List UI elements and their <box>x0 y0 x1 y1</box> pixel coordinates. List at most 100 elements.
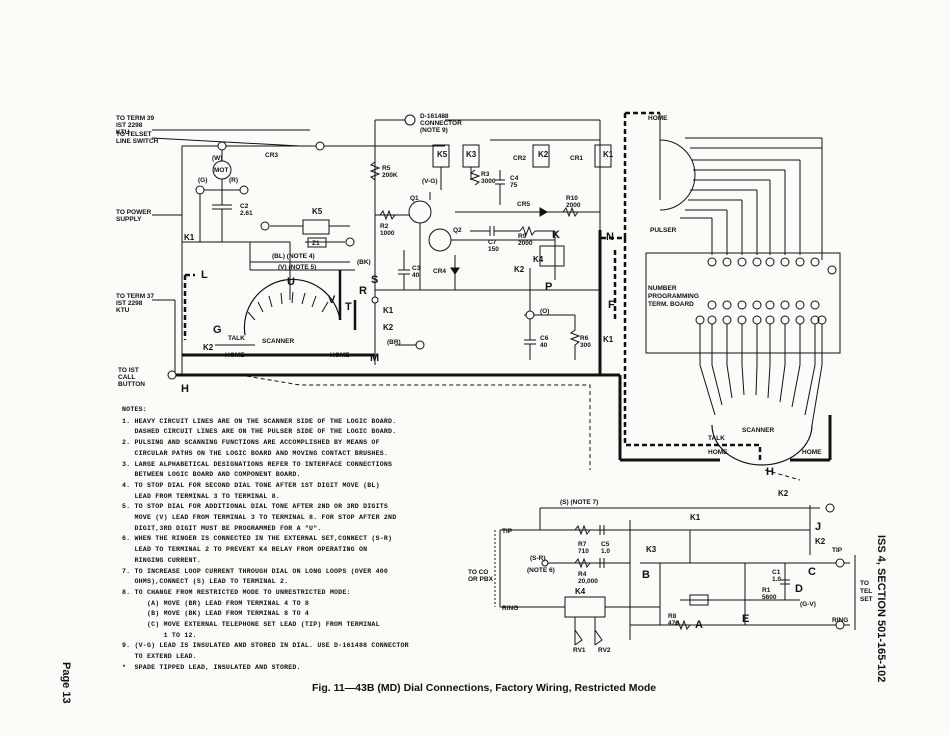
letter-b: B <box>642 569 650 581</box>
label-pulser: PULSER <box>650 227 677 234</box>
label-k1-top: K1 <box>603 150 614 159</box>
note-line: 9. (V-G) LEAD IS INSULATED AND STORED IN… <box>122 642 409 650</box>
letter-s: S <box>371 274 378 286</box>
label-rv1: RV1 <box>573 647 586 654</box>
notes-title: NOTES: <box>122 406 147 413</box>
note-line: DASHED CIRCUIT LINES ARE ON THE PULSER S… <box>122 428 397 436</box>
note-line: (C) MOVE EXTERNAL TELEPHONE SET LEAD (TI… <box>122 621 380 629</box>
note-line: 1 TO 12. <box>122 631 197 639</box>
label-z1: Z1 <box>312 240 320 247</box>
label-v-note5: (V) (NOTE 5) <box>278 264 316 271</box>
label-note6: (NOTE 6) <box>527 567 555 574</box>
label-home-pulser: HOME <box>648 115 668 122</box>
note-line: 3. LARGE ALPHABETICAL DESIGNATIONS REFER… <box>122 460 393 468</box>
label-k3-bottom: K3 <box>646 545 657 554</box>
letter-j: J <box>815 521 821 533</box>
label-k2-tip: K2 <box>815 537 826 546</box>
label-q1: Q1 <box>410 195 419 202</box>
letter-r: R <box>359 285 367 297</box>
label-bk: (BK) <box>357 259 371 266</box>
letter-d: D <box>795 583 803 595</box>
letter-e: E <box>742 613 749 625</box>
page-number: Page 13 <box>60 662 72 704</box>
label-k2-bottom: K2 <box>778 489 789 498</box>
label-home-right-1: HOME <box>708 449 728 456</box>
letter-m: M <box>370 352 379 364</box>
label-k1-bottom: K1 <box>690 513 701 522</box>
section-header: ISS 4, SECTION 501-165-102 <box>875 535 887 683</box>
label-br: (BR) <box>387 339 401 346</box>
label-k4-bottom: K4 <box>575 587 586 596</box>
label-g-v: (G-V) <box>800 601 816 608</box>
note-line: LEAD TO TERMINAL 2 TO PREVENT K4 RELAY F… <box>122 546 368 554</box>
label-bl-note4: (BL) (NOTE 4) <box>272 253 315 260</box>
label-s-note7: (S) (NOTE 7) <box>560 499 598 506</box>
letter-h: H <box>181 383 189 395</box>
letter-k: K <box>552 229 560 241</box>
label-cr5: CR5 <box>517 201 530 208</box>
note-line: MOVE (V) LEAD FROM TERMINAL 3 TO TERMINA… <box>122 514 397 522</box>
label-k2-left: K2 <box>203 343 214 352</box>
letter-h-right: H <box>766 466 774 478</box>
letter-l: L <box>201 269 208 281</box>
label-w: (W) <box>212 155 222 162</box>
label-scanner-left: SCANNER <box>262 338 294 345</box>
note-line: DIGIT,3RD DIGIT MUST BE PROGRAMMED FOR A… <box>122 524 322 532</box>
label-tip-right: TIP <box>832 547 843 554</box>
label-cr3: CR3 <box>265 152 278 159</box>
label-home-right-2: HOME <box>802 449 822 456</box>
label-k1-left: K1 <box>184 233 195 242</box>
note-line: OHMS),CONNECT (S) LEAD TO TERMINAL 2. <box>122 578 289 586</box>
label-k1-mid: K1 <box>383 306 394 315</box>
label-r: (R) <box>229 177 238 184</box>
letter-u: U <box>287 276 295 288</box>
note-line: 1. HEAVY CIRCUIT LINES ARE ON THE SCANNE… <box>122 417 397 425</box>
letter-n: N <box>606 231 614 243</box>
label-k5-top: K5 <box>437 150 448 159</box>
label-home-left: HOME <box>225 352 245 359</box>
note-line: * SPADE TIPPED LEAD, INSULATED AND STORE… <box>122 663 301 671</box>
label-k5: K5 <box>312 207 323 216</box>
label-o: (O) <box>540 308 549 315</box>
label-cr4: CR4 <box>433 268 446 275</box>
label-k2-top: K2 <box>538 150 549 159</box>
label-talk: TALK <box>228 335 245 342</box>
letter-c: C <box>808 566 816 578</box>
label-k2-right: K2 <box>514 265 525 274</box>
label-talk-right: TALK <box>708 435 725 442</box>
label-k2-mid: K2 <box>383 323 394 332</box>
note-line: 7. TO INCREASE LOOP CURRENT THROUGH DIAL… <box>122 567 389 575</box>
label-ring-right: RING <box>832 617 848 624</box>
label-cr1: CR1 <box>570 155 583 162</box>
notes-block: NOTES: 1. HEAVY CIRCUIT LINES ARE ON THE… <box>122 405 467 674</box>
label-g: (G) <box>198 177 207 184</box>
label-tip-left: TIP <box>502 528 513 535</box>
letter-a: A <box>695 619 703 631</box>
label-mot: MOT <box>214 167 228 174</box>
note-line: 2. PULSING AND SCANNING FUNCTIONS ARE AC… <box>122 439 380 447</box>
label-k1-right: K1 <box>603 335 614 344</box>
label-home-mid: HOME <box>330 352 350 359</box>
